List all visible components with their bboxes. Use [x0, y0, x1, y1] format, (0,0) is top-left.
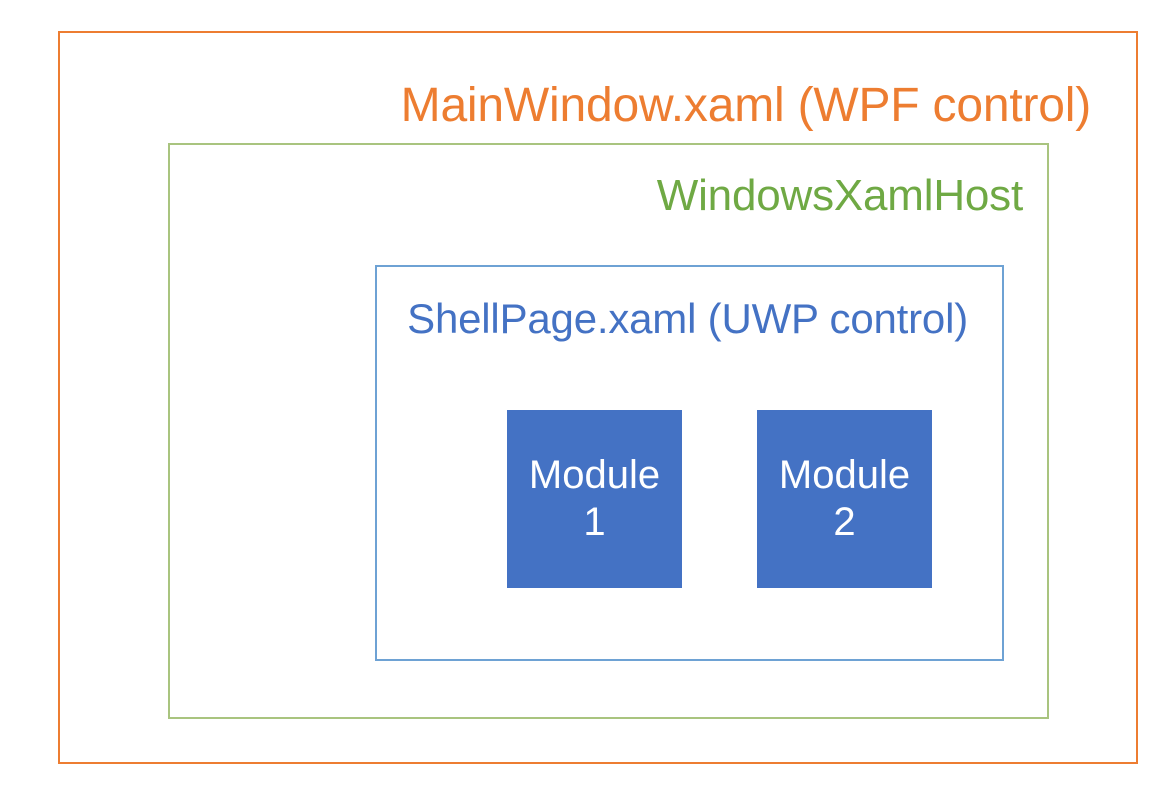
module-1-label-line-1: Module	[528, 452, 661, 497]
layer-label-shellpage: ShellPage.xaml (UWP control)	[407, 295, 968, 342]
layer-label-mainwindow: MainWindow.xaml (WPF control)	[400, 79, 1092, 132]
module-box-1[interactable]: Module 1	[507, 410, 682, 588]
layer-label-windowsxamlhost: WindowsXamlHost	[656, 171, 1023, 220]
module-2-label-line-2: 2	[833, 500, 856, 544]
module-box-2[interactable]: Module 2	[757, 410, 932, 588]
module-2-label-line-1: Module	[778, 452, 911, 497]
layer-mainwindow-wpf[interactable]: MainWindow.xaml (WPF control) WindowsXam…	[58, 31, 1138, 764]
layer-shellpage-uwp[interactable]: ShellPage.xaml (UWP control) Module 1 Mo…	[375, 265, 1004, 661]
module-1-label-line-2: 1	[583, 500, 606, 544]
layer-windowsxamlhost[interactable]: WindowsXamlHost ShellPage.xaml (UWP cont…	[168, 143, 1049, 719]
